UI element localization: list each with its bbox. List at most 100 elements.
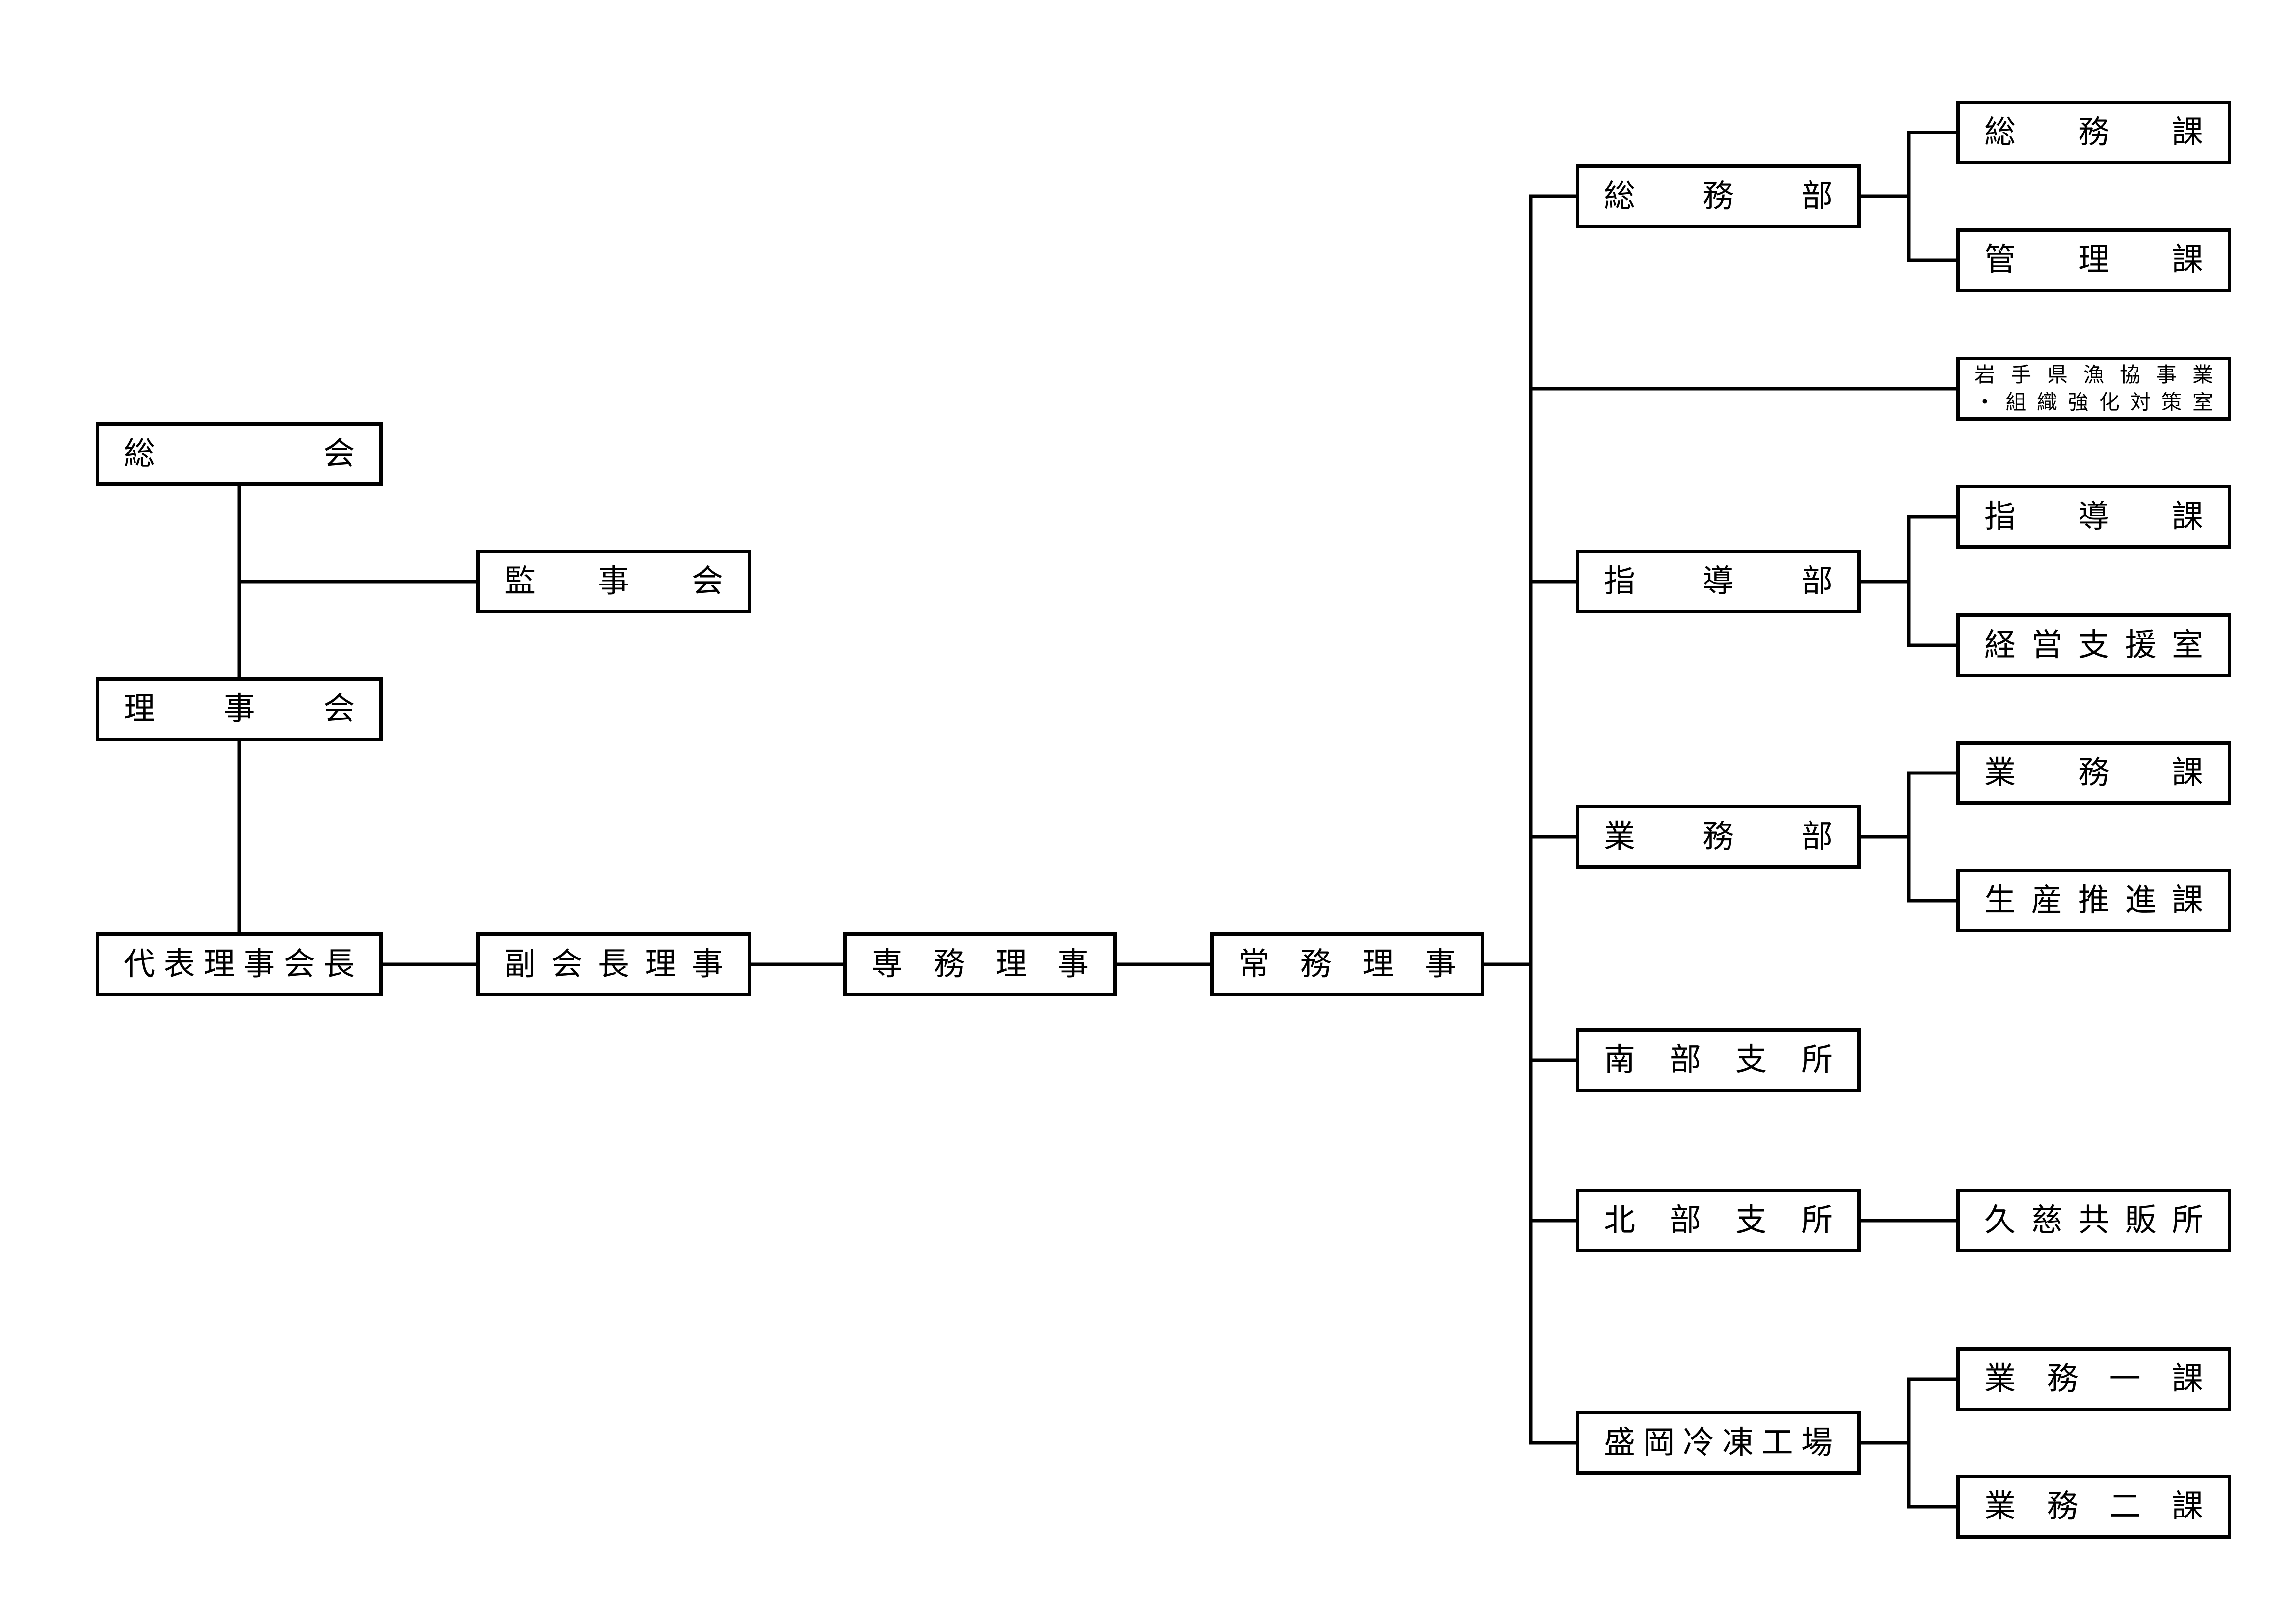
label-char: 部: [1670, 1042, 1701, 1078]
label-char: 務: [2047, 1489, 2079, 1525]
label-char: 一: [2109, 1361, 2141, 1397]
label-char: 事: [598, 563, 629, 600]
label-char: 務: [1702, 819, 1734, 855]
label-char: 進: [2125, 882, 2157, 919]
label-char: 課: [2172, 882, 2203, 919]
label-char: 二: [2109, 1489, 2141, 1525]
label-char: 理: [645, 946, 676, 983]
label-char: 策: [2161, 390, 2182, 414]
label-char: 課: [2171, 1361, 2203, 1397]
label-char: 凍: [1722, 1425, 1754, 1461]
label-char: 経: [1984, 627, 2016, 664]
label-char: 業: [1984, 1489, 2016, 1525]
label-char: 務: [2047, 1361, 2079, 1397]
label-char: 産: [2031, 882, 2063, 919]
node-gyoumubu: 業務部: [1576, 805, 1861, 869]
label-char: 部: [1801, 178, 1833, 214]
node-moriokareitou: 盛岡冷凍工場: [1576, 1411, 1861, 1475]
label-char: 会: [551, 946, 583, 983]
label-char: 総: [1604, 178, 1635, 214]
label-char: 監: [504, 563, 536, 600]
label-char: 北: [1604, 1202, 1635, 1239]
label-char: 理: [995, 946, 1027, 983]
label-char: 久: [1984, 1202, 2016, 1239]
node-shidouka: 指導課: [1956, 485, 2231, 549]
node-kanrika: 管理課: [1956, 228, 2231, 292]
label-char: 務: [2078, 114, 2109, 151]
label-char: 対: [2130, 390, 2151, 414]
label-char: 課: [2172, 499, 2203, 535]
label-char: 販: [2125, 1202, 2157, 1239]
label-char: 場: [1801, 1425, 1833, 1461]
node-nanbu: 南部支所: [1576, 1028, 1861, 1092]
label-char: ・: [1974, 390, 1996, 414]
node-senmu: 専務理事: [843, 932, 1117, 996]
label-char: 室: [2172, 627, 2203, 664]
label-char: 業: [2192, 363, 2213, 387]
label-char: 課: [2172, 755, 2203, 791]
label-char: 常: [1238, 946, 1270, 983]
label-char: 課: [2172, 114, 2203, 151]
label-char: 化: [2099, 390, 2120, 414]
label-char: 総: [1984, 114, 2016, 151]
node-label-line: 岩手県漁協事業: [1974, 365, 2213, 385]
label-char: 事: [223, 691, 255, 727]
label-char: 生: [1984, 882, 2016, 919]
label-char: 務: [1702, 178, 1734, 214]
label-char: 強: [2068, 390, 2089, 414]
label-char: 漁: [2083, 363, 2104, 387]
label-char: 県: [2047, 363, 2068, 387]
label-char: 事: [692, 946, 723, 983]
label-char: 援: [2125, 627, 2157, 664]
node-taisakushitsu: 岩手県漁協事業・組織強化対策室: [1956, 357, 2231, 421]
node-seisan: 生産推進課: [1956, 869, 2231, 932]
label-char: 支: [1735, 1042, 1767, 1078]
label-char: 協: [2119, 363, 2140, 387]
label-char: 冷: [1682, 1425, 1714, 1461]
label-char: 専: [871, 946, 903, 983]
node-rijikai: 理事会: [96, 677, 383, 741]
label-char: 部: [1801, 563, 1833, 600]
label-char: 組: [2005, 390, 2026, 414]
label-char: 課: [2172, 242, 2203, 278]
label-char: 営: [2031, 627, 2063, 664]
node-keiei: 経営支援室: [1956, 613, 2231, 677]
label-char: 理: [203, 946, 235, 983]
label-char: 理: [1362, 946, 1394, 983]
label-char: 業: [1984, 755, 2016, 791]
label-char: 会: [692, 563, 723, 600]
label-char: 支: [1735, 1202, 1767, 1239]
node-kaichou: 代表理事会長: [96, 932, 383, 996]
label-char: 総: [124, 436, 155, 472]
label-char: 務: [2078, 755, 2109, 791]
label-char: 務: [933, 946, 965, 983]
label-char: 業: [1604, 819, 1635, 855]
node-kuji: 久慈共販所: [1956, 1189, 2231, 1252]
label-char: 副: [504, 946, 536, 983]
label-char: 岡: [1643, 1425, 1675, 1461]
label-char: 理: [124, 691, 155, 727]
label-char: 指: [1604, 563, 1635, 600]
node-hokubu: 北部支所: [1576, 1189, 1861, 1252]
label-char: 共: [2078, 1202, 2109, 1239]
label-char: 室: [2192, 390, 2213, 414]
label-char: 導: [2078, 499, 2109, 535]
node-kanjikai: 監事会: [476, 550, 751, 613]
label-char: 工: [1761, 1425, 1793, 1461]
label-char: 管: [1984, 242, 2016, 278]
label-char: 手: [2010, 363, 2031, 387]
label-char: 岩: [1974, 363, 1996, 387]
label-char: 事: [243, 946, 275, 983]
label-char: 慈: [2031, 1202, 2063, 1239]
label-char: 課: [2171, 1489, 2203, 1525]
node-joumu: 常務理事: [1210, 932, 1484, 996]
label-char: 導: [1702, 563, 1734, 600]
node-soumubu: 総務部: [1576, 164, 1861, 228]
node-gyoumu2: 業務二課: [1956, 1475, 2231, 1539]
label-char: 長: [598, 946, 629, 983]
label-char: 理: [2078, 242, 2109, 278]
label-char: 所: [2172, 1202, 2203, 1239]
label-char: 推: [2078, 882, 2109, 919]
